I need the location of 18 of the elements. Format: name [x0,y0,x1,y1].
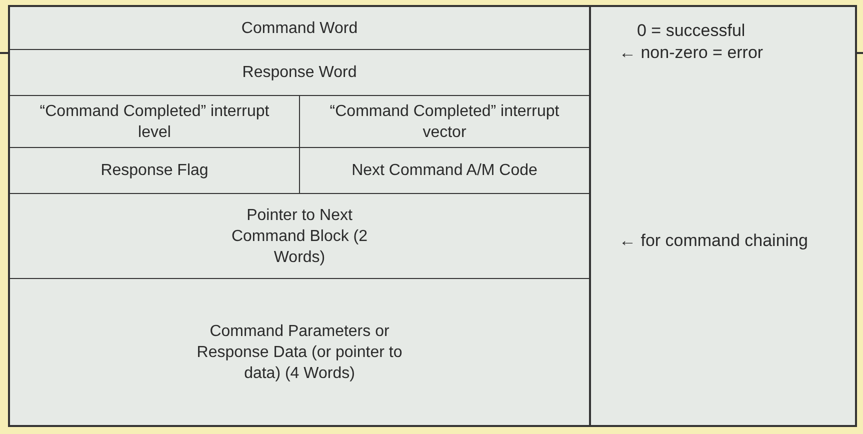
cell-label: “Command Completed” interrupt level [38,102,270,142]
cell-note: 0 = successful [637,21,746,41]
table-cell [300,96,590,148]
cell-label: Command Word [241,18,358,38]
cell-label: Response Flag [100,161,208,181]
cell-label: Response Word [242,63,357,83]
table-cell [10,7,590,50]
table-cell [10,194,590,279]
cell-label: Command Parameters or Response Data (or pointer to data) (4 Words) [196,322,404,384]
table-cell [10,50,590,96]
cell-label: “Command Completed” interrupt vector [328,102,560,142]
table-cell [10,96,300,148]
table-cell [10,148,300,194]
cell-note: ← non-zero = error [619,43,764,63]
table-cell [300,148,590,194]
cell-label: Next Command A/M Code [352,161,538,181]
cell-note: ← for command chaining [619,231,808,251]
cell-label: Pointer to Next Command Block (2 Words) [230,206,369,268]
